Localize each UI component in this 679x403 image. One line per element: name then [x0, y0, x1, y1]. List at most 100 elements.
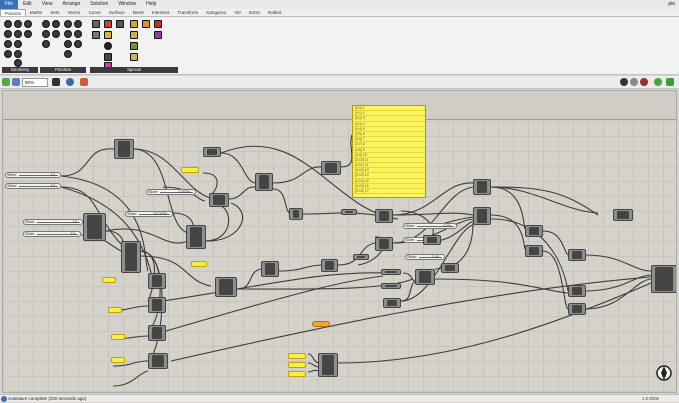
zoom-extents-icon[interactable] [52, 78, 60, 86]
input-panel[interactable] [288, 362, 306, 368]
component-node[interactable] [255, 173, 273, 191]
component-node[interactable] [568, 249, 586, 261]
component-node[interactable] [525, 225, 543, 237]
tab-maths[interactable]: Maths [29, 10, 43, 15]
slider-track[interactable] [417, 226, 454, 227]
tab-extra[interactable]: Extra [249, 10, 260, 15]
component-node[interactable] [186, 225, 206, 249]
component-node[interactable] [473, 207, 491, 225]
component-node[interactable] [209, 193, 229, 207]
menu-solution[interactable]: Solution [90, 1, 109, 7]
input-panel[interactable] [288, 371, 306, 377]
data-icon[interactable] [74, 40, 82, 48]
slider-track[interactable] [37, 222, 80, 223]
image-sampler-icon[interactable] [154, 20, 162, 28]
tab-rabbit[interactable]: Rabbit [267, 10, 282, 15]
tab-surface[interactable]: Surface [108, 10, 125, 15]
slider-track[interactable] [19, 175, 58, 176]
mesh-icon[interactable] [14, 59, 22, 67]
component-node[interactable] [568, 285, 586, 297]
palette-icon[interactable] [154, 31, 162, 39]
open-icon[interactable] [12, 78, 20, 86]
component-node[interactable] [318, 353, 338, 377]
component-node[interactable] [261, 261, 279, 277]
component-node[interactable] [375, 209, 393, 223]
graph-icon[interactable] [116, 20, 124, 28]
menu-arrange[interactable]: Arrange [62, 1, 81, 7]
scribble-icon[interactable] [130, 31, 138, 39]
dial-icon[interactable] [104, 42, 112, 50]
tab-kangaroo[interactable]: Kangaroo [206, 10, 227, 15]
panel-icon[interactable] [130, 20, 138, 28]
input-panel[interactable] [191, 261, 207, 267]
orange-parameter[interactable] [312, 321, 330, 327]
menu-help[interactable]: Help [146, 1, 157, 7]
slider-track[interactable] [139, 214, 170, 215]
path-icon[interactable] [74, 30, 82, 38]
component-node[interactable] [148, 353, 168, 369]
component-node[interactable] [121, 241, 141, 273]
component-node[interactable] [441, 263, 459, 273]
tab-mesh[interactable]: Mesh [132, 10, 144, 15]
component-node[interactable] [375, 237, 393, 251]
component-node[interactable] [473, 179, 491, 195]
slider-track[interactable] [419, 257, 442, 258]
gradient-icon[interactable] [104, 20, 112, 28]
component-node[interactable] [148, 325, 166, 341]
menu-window[interactable]: Window [118, 1, 137, 7]
tab-sets[interactable]: Sets [50, 10, 60, 15]
slider-track[interactable] [160, 192, 193, 193]
component-node[interactable] [525, 245, 543, 257]
component-node[interactable] [148, 297, 166, 313]
component-node[interactable] [289, 208, 303, 220]
sketch-icon[interactable] [80, 78, 88, 86]
component-node[interactable] [415, 269, 435, 285]
shader-icon[interactable] [64, 50, 72, 58]
wireframe-icon[interactable] [630, 78, 638, 86]
component-node[interactable] [651, 265, 676, 293]
component-node[interactable] [381, 283, 401, 289]
component-node[interactable] [613, 209, 633, 221]
tab-vector[interactable]: Vector [67, 10, 81, 15]
preview-eye-icon[interactable] [66, 78, 74, 86]
toggle-icon[interactable] [92, 31, 100, 39]
canvas-navigation-icon[interactable] [655, 364, 673, 382]
line-icon[interactable] [14, 30, 22, 38]
component-node[interactable] [321, 161, 341, 175]
domain-icon[interactable] [42, 30, 50, 38]
shaded-icon[interactable] [640, 78, 648, 86]
swatch-icon[interactable] [142, 20, 150, 28]
component-node[interactable] [203, 147, 221, 157]
graph-canvas[interactable]: {0;0} 1 {0;1} 2 {0;2} 3 {0;3} 4 {0;4} 5 … [2, 90, 677, 393]
slider-icon[interactable] [92, 20, 100, 28]
component-node[interactable] [353, 254, 369, 260]
component-node[interactable] [341, 209, 357, 215]
component-node[interactable] [423, 235, 441, 245]
integer-icon[interactable] [52, 20, 60, 28]
tab-curve[interactable]: Curve [88, 10, 101, 15]
component-node[interactable] [215, 277, 237, 297]
geometry-icon[interactable] [4, 20, 12, 28]
surface-icon[interactable] [14, 50, 22, 58]
component-node[interactable] [114, 139, 134, 159]
curve-icon[interactable] [4, 30, 12, 38]
tab-vitr[interactable]: Vitr [234, 10, 242, 15]
guid-icon[interactable] [64, 40, 72, 48]
component-node[interactable] [568, 303, 586, 315]
component-node[interactable] [83, 213, 106, 241]
matrix-icon[interactable] [52, 30, 60, 38]
input-panel[interactable] [111, 334, 125, 340]
vector-icon[interactable] [24, 20, 32, 28]
timer-icon[interactable] [130, 42, 138, 50]
tab-intersect[interactable]: Intersect [151, 10, 170, 15]
number-icon[interactable] [64, 20, 72, 28]
arc-icon[interactable] [4, 40, 12, 48]
component-node[interactable] [383, 298, 401, 308]
